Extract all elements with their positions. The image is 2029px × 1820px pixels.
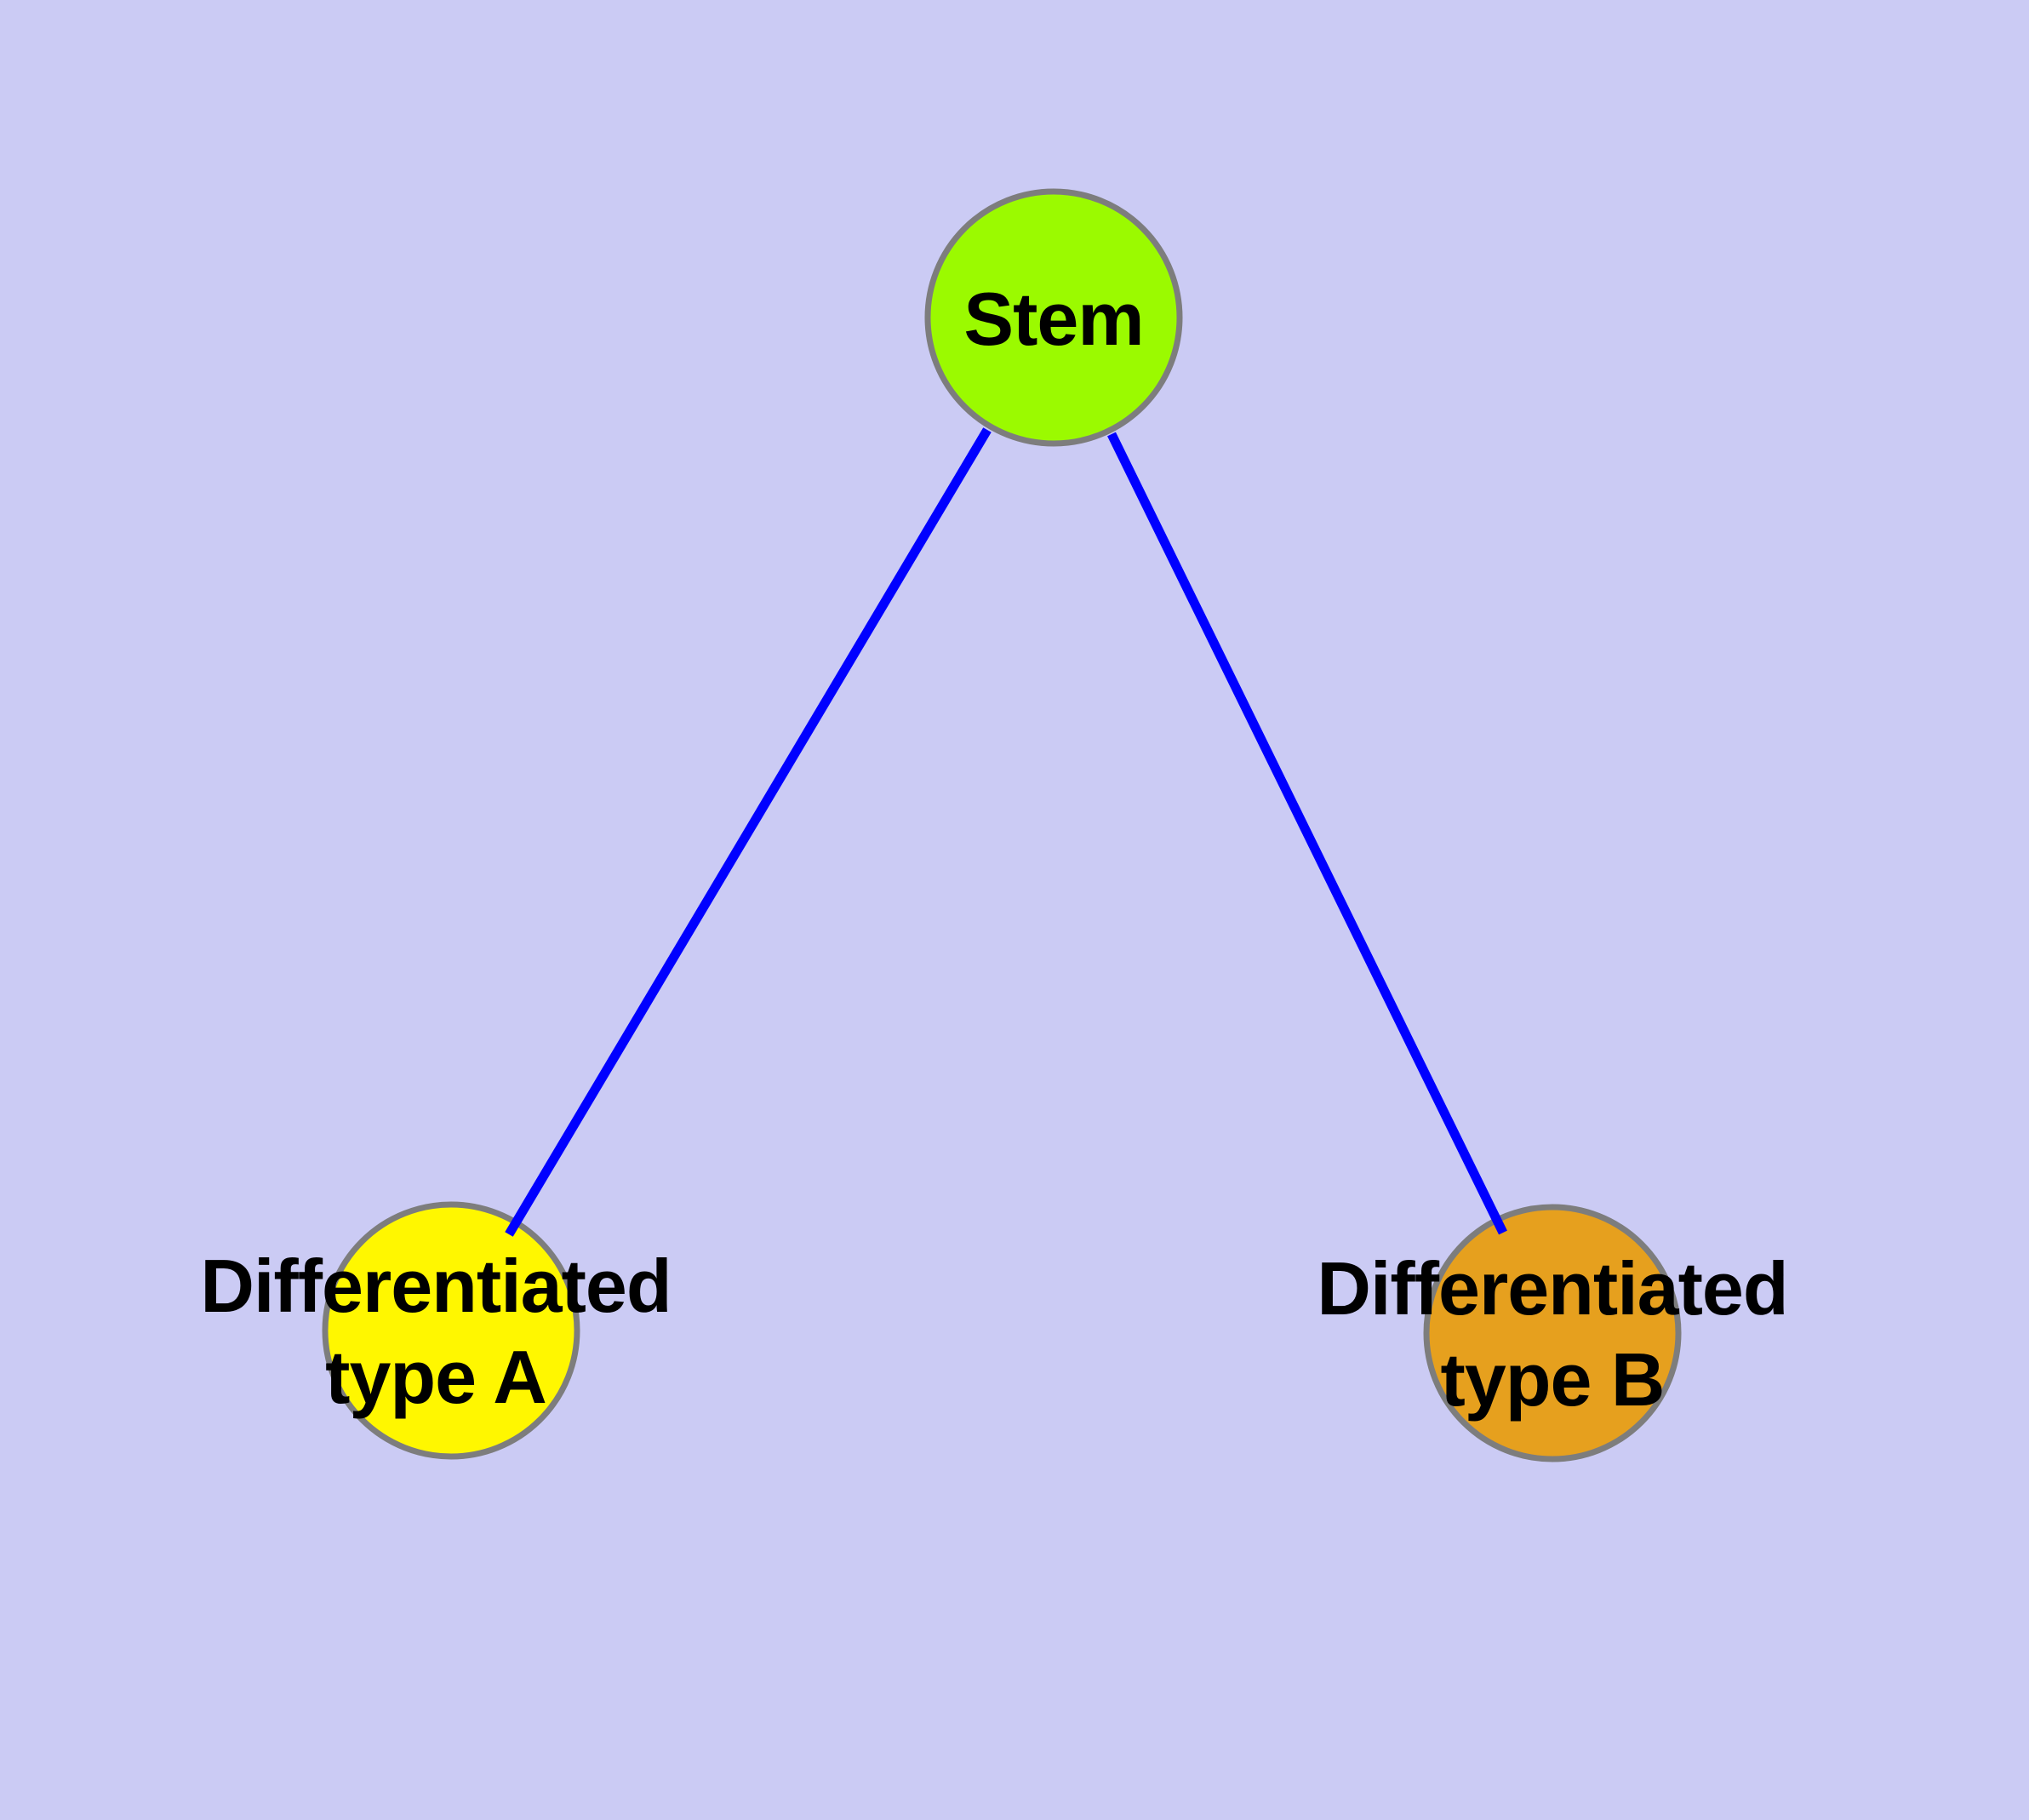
edge-stem-to-type-a [505,427,992,1237]
node-differentiated-type-b-label-line-2: type B [1441,1337,1665,1422]
node-differentiated-type-a-label-line-2: type A [325,1335,546,1419]
node-differentiated-type-a-label-line-1: Differentiated [200,1244,671,1328]
node-differentiated-type-b-label-line-1: Differentiated [1317,1246,1787,1331]
edge-stem-to-type-b [1107,432,1507,1235]
node-differentiated-type-a-circle [322,1201,580,1460]
node-differentiated-type-b-circle [1423,1204,1682,1462]
node-stem-label: Stem [963,277,1143,361]
node-stem-circle [924,188,1183,447]
